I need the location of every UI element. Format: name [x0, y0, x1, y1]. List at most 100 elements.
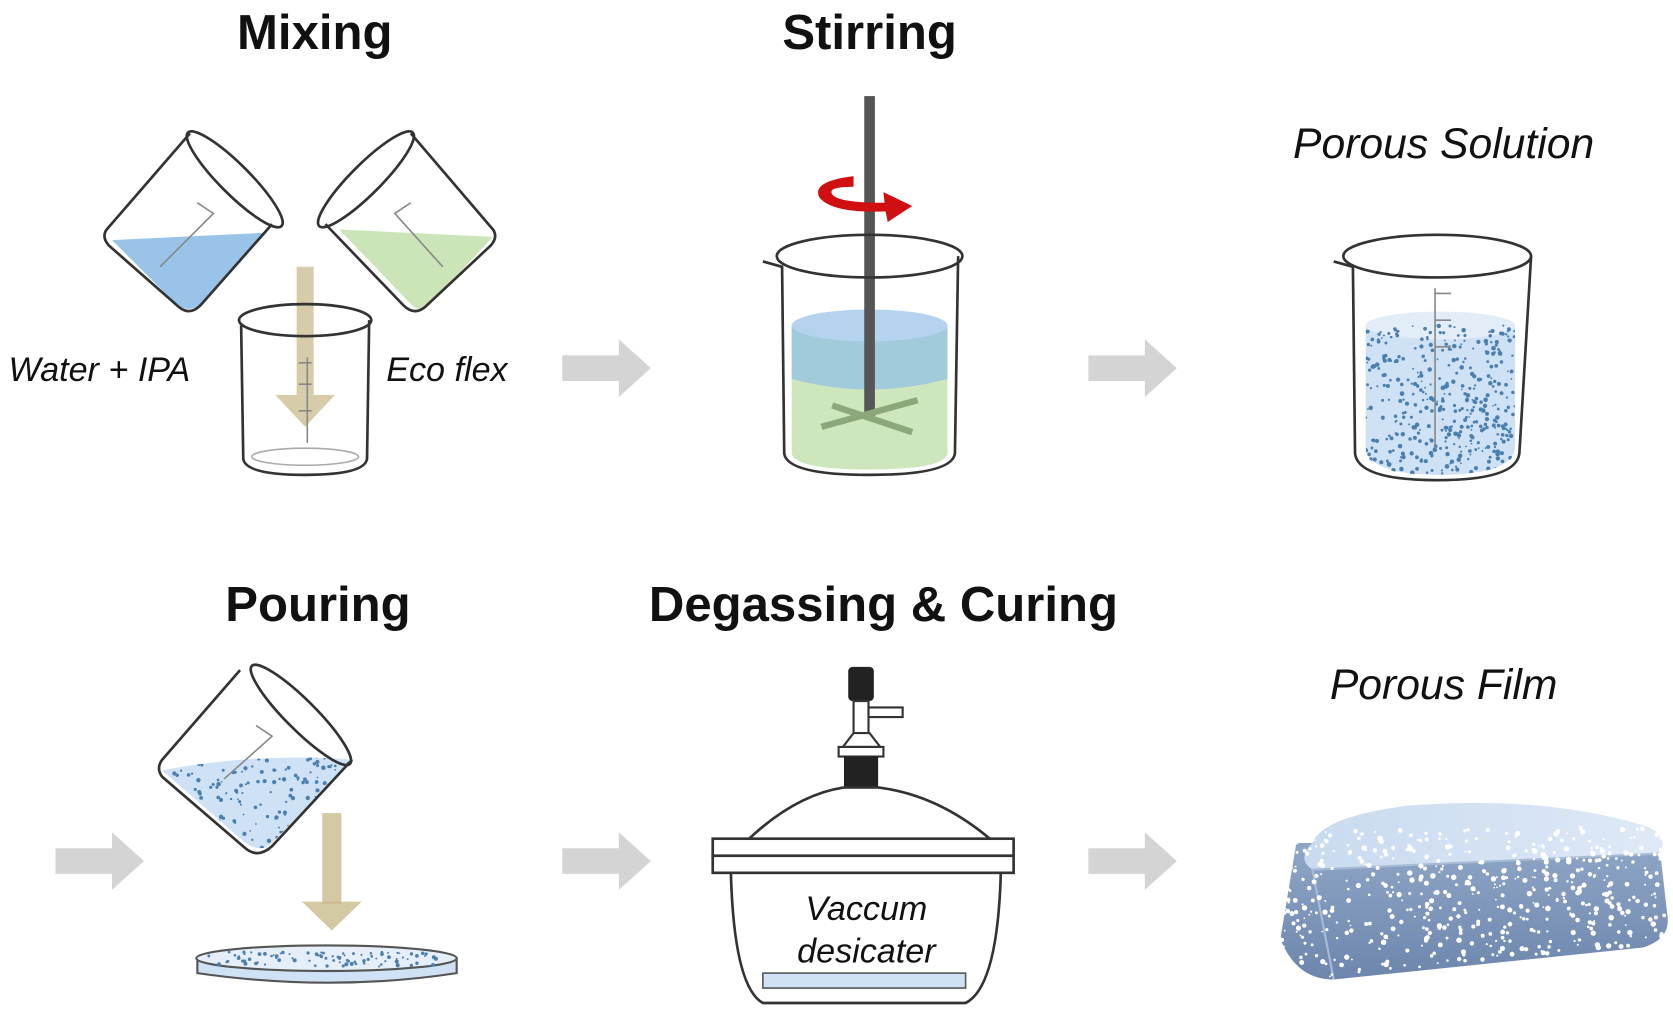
pore-dot [1593, 911, 1598, 916]
step-title-stirring: Stirring [782, 6, 957, 60]
pore-dot [1570, 881, 1574, 884]
pore-dot [202, 751, 206, 755]
pore-dot [1458, 345, 1462, 349]
pore-dot [1494, 343, 1498, 347]
pore-dot [1493, 445, 1497, 449]
pore-dot [1548, 886, 1552, 890]
pore-dot [1455, 371, 1459, 375]
pore-dot [221, 816, 226, 820]
pore-dot [1370, 337, 1375, 342]
pore-dot [232, 819, 237, 823]
pore-dot [1469, 941, 1475, 946]
pore-dot [1493, 379, 1497, 384]
pore-dot [1633, 835, 1636, 839]
pore-dot [1437, 408, 1442, 413]
pore-dot [395, 963, 400, 968]
pore-dot [342, 820, 347, 825]
pore-dot [215, 831, 219, 835]
pore-dot [1490, 876, 1497, 882]
pore-dot [1418, 877, 1423, 882]
pore-dot [1384, 341, 1388, 345]
pore-dot [263, 963, 267, 966]
pore-dot [188, 827, 193, 832]
pore-dot [342, 771, 347, 776]
pore-dot [433, 956, 438, 961]
pore-dot [1509, 369, 1514, 374]
pore-dot [221, 834, 225, 838]
pore-dot [1495, 415, 1500, 420]
pore-dot [1441, 864, 1445, 868]
pore-dot [1424, 837, 1429, 842]
pore-dot [196, 761, 202, 767]
pore-dot [1653, 823, 1658, 828]
pore-dot [243, 766, 248, 771]
pore-dot [1438, 837, 1441, 841]
pore-dot [305, 780, 309, 785]
pore-dot [1628, 898, 1631, 902]
pore-dot [1507, 335, 1510, 338]
result-label-porous-solution: Porous Solution [1293, 120, 1594, 168]
pore-dot [1368, 941, 1371, 944]
pore-dot [1658, 856, 1663, 861]
pore-dot [165, 835, 170, 840]
mixing-beaker-icon [237, 266, 373, 477]
pore-dot [1386, 960, 1389, 963]
pore-dot [1485, 350, 1490, 355]
pore-dot [1456, 914, 1461, 919]
pore-dot [1547, 893, 1550, 896]
pore-dot [362, 959, 366, 963]
pore-dot [1472, 420, 1476, 424]
pore-dot [1547, 836, 1553, 842]
pore-dot [1313, 839, 1316, 842]
pore-dot [241, 770, 244, 773]
pore-dot [1293, 830, 1297, 834]
pore-dot [1322, 909, 1328, 915]
pore-dot [1508, 939, 1512, 943]
pore-dot [259, 845, 264, 849]
pore-dot [1455, 467, 1460, 472]
pore-dot [1491, 385, 1495, 388]
pore-dot [1452, 403, 1457, 407]
pore-dot [1279, 937, 1285, 942]
pore-dot [1562, 896, 1565, 900]
pore-dot [1394, 332, 1398, 336]
pore-dot [1424, 938, 1428, 943]
pore-dot [1500, 432, 1505, 437]
pore-dot [1411, 325, 1414, 327]
pore-dot [1396, 891, 1402, 898]
pore-dot [1413, 915, 1416, 918]
pore-dot [1496, 905, 1500, 909]
pore-dot [1659, 934, 1664, 939]
pore-dot [211, 830, 216, 836]
pore-dot [1516, 859, 1520, 863]
pore-dot [1495, 456, 1501, 461]
pore-dot [1385, 936, 1389, 940]
pore-dot [1301, 903, 1304, 906]
pore-dot [1435, 865, 1438, 868]
pore-dot [296, 843, 301, 848]
pore-dot [1401, 899, 1404, 902]
pore-dot [1544, 887, 1549, 892]
pore-dot [308, 757, 313, 761]
pore-dot [1500, 875, 1506, 881]
pore-dot [1460, 388, 1463, 391]
pore-dot [263, 951, 267, 956]
pore-dot [1357, 855, 1362, 860]
pore-dot [1632, 895, 1636, 899]
pore-dot [1416, 838, 1420, 842]
pore-dot [1566, 906, 1571, 911]
pore-dot [1575, 917, 1580, 923]
pore-dot [1494, 426, 1497, 429]
pore-dot [1470, 428, 1473, 431]
pore-dot [1587, 920, 1593, 925]
pore-dot [1303, 829, 1309, 835]
petri-dish-icon [195, 944, 458, 984]
pore-dot [1566, 880, 1569, 883]
pore-dot [1470, 442, 1473, 445]
pore-dot [375, 957, 378, 960]
pore-dot [1456, 956, 1462, 962]
pore-dot [1531, 886, 1534, 889]
pore-dot [1371, 438, 1374, 442]
pore-dot [257, 757, 261, 761]
pore-dot [1609, 904, 1615, 909]
